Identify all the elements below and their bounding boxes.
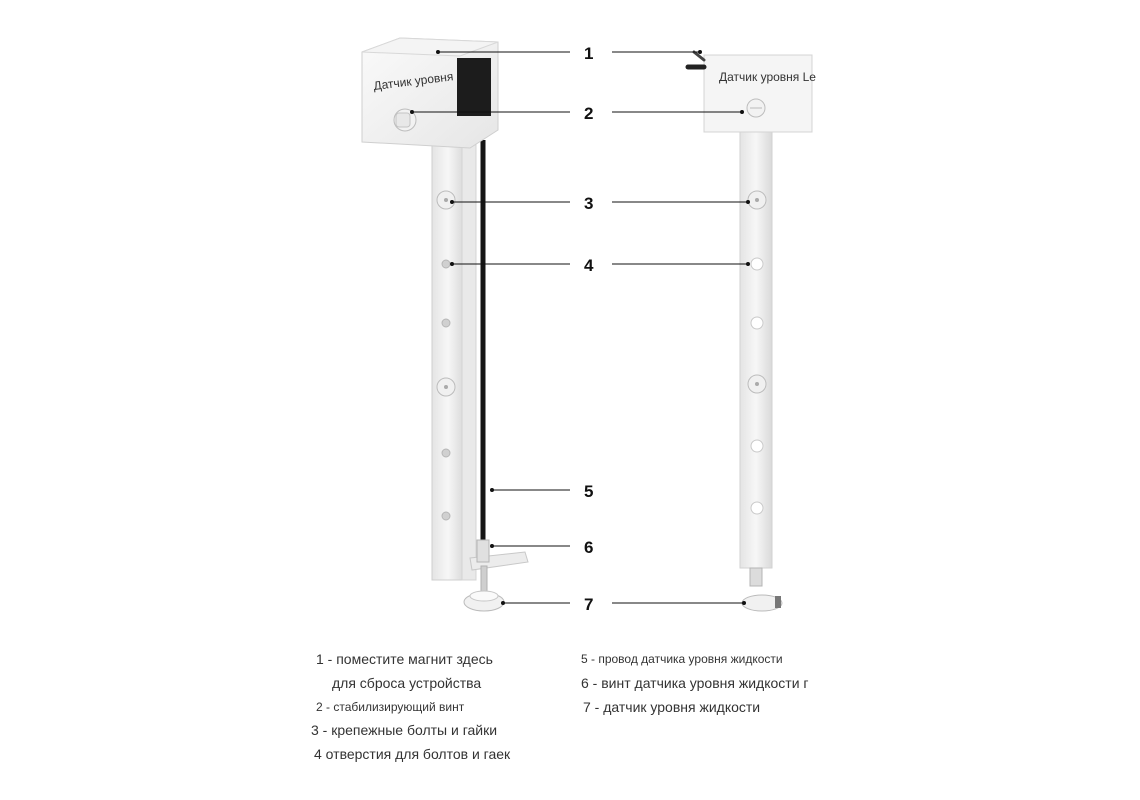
right-mounting-bolt [747, 374, 767, 394]
callout-number-5: 5 [584, 482, 593, 501]
right-head-box [703, 54, 813, 133]
callout-number-3: 3 [584, 194, 593, 213]
right-bolt-hole [750, 439, 764, 453]
legend-item-4: 4 отверстия для болтов и гаек [314, 746, 511, 762]
callout-number-4: 4 [584, 256, 594, 275]
right-bolt-hole [750, 501, 764, 515]
right-box-label: Датчик уровня Le [719, 70, 816, 84]
level-sensor-screw [476, 539, 490, 593]
legend-item-3: 3 - крепежные болты и гайки [311, 722, 498, 738]
left-bolt-hole [441, 448, 451, 458]
magnet-slot [457, 58, 491, 116]
callout-dots [410, 50, 750, 605]
right-sensor-device: Датчик уровня Le [685, 50, 816, 612]
legend-item-5: 5 - провод датчика уровня жидкости [581, 652, 783, 666]
left-mounting-strip [431, 144, 465, 581]
legend-item-1-line-1: 1 - поместите магнит здесь [316, 651, 493, 667]
left-stabilizing-screw [393, 108, 417, 132]
left-mounting-bolt [436, 377, 456, 397]
left-bolt-hole [441, 259, 451, 269]
callout-number-7: 7 [584, 595, 593, 614]
legend-item-1-line-2: для сброса устройства [332, 675, 482, 691]
left-bolt-hole [441, 318, 451, 328]
callout-lines [412, 51, 748, 604]
right-liquid-level-sensor [741, 594, 783, 612]
legend-item-7: 7 - датчик уровня жидкости [583, 699, 761, 715]
left-sensor-device: Датчик уровня [361, 37, 529, 612]
right-stabilizing-screw [746, 98, 766, 118]
callout-number-6: 6 [584, 538, 593, 557]
right-magnet-knob [685, 50, 707, 70]
callout-number-2: 2 [584, 104, 593, 123]
legend-item-2: 2 - стабилизирующий винт [316, 700, 465, 714]
right-bolt-hole [750, 316, 764, 330]
right-sensor-screw [749, 567, 763, 587]
left-bolt-hole [441, 511, 451, 521]
legend-item-6: 6 - винт датчика уровня жидкости г [581, 675, 809, 691]
liquid-level-sensor-float [463, 590, 505, 612]
left-mounting-bolt [436, 190, 456, 210]
right-mounting-bolt [747, 190, 767, 210]
right-bolt-hole [750, 257, 764, 271]
callout-number-1: 1 [584, 44, 593, 63]
